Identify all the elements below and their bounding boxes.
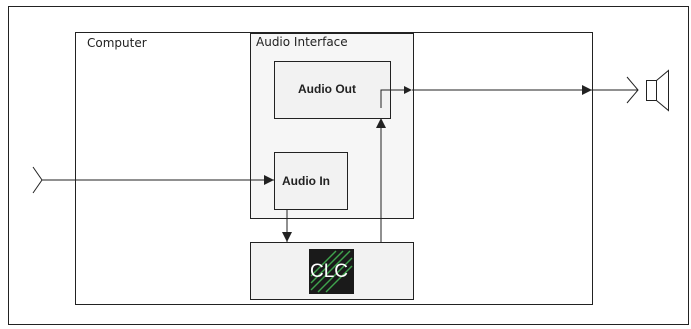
computer-label: Computer — [87, 36, 147, 50]
audio-out-internal-link — [380, 89, 404, 108]
audio-in-box — [274, 152, 348, 210]
speaker-icon — [646, 69, 669, 112]
clc-logo — [309, 249, 354, 294]
audio-out-box — [274, 61, 391, 119]
audio-in-label: Audio In — [282, 174, 330, 188]
audio-interface-label: Audio Interface — [256, 35, 348, 49]
clc-logo-text: CLC — [310, 261, 349, 282]
audio-out-small-arrowhead — [404, 86, 412, 94]
audio-out-label: Audio Out — [298, 82, 356, 96]
